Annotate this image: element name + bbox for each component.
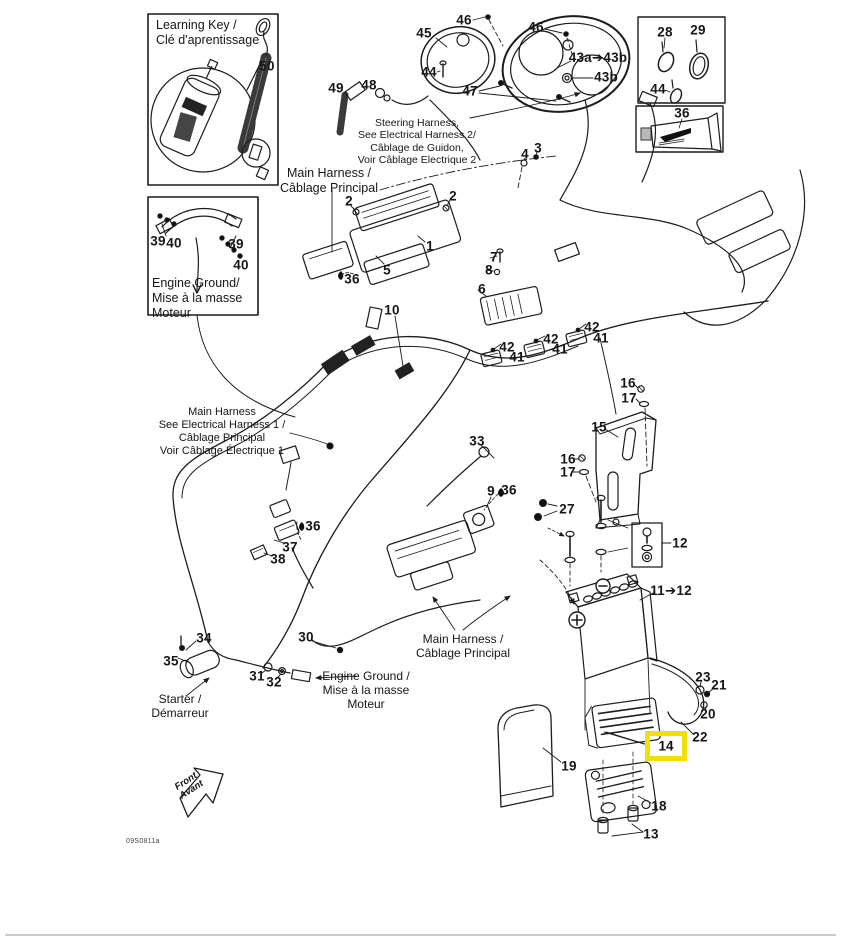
part-14-leader-line: [605, 731, 646, 745]
part-label-32: 32: [266, 674, 282, 690]
learning-key-title: Learning Key / Clé d'aprentissage: [156, 18, 260, 47]
part-label-16: 16: [620, 375, 636, 391]
part-label-2: 2: [345, 193, 353, 209]
part-label-44: 44: [650, 81, 666, 97]
tie-straps-inset-art: [637, 16, 726, 104]
gauge-cluster-art: [420, 14, 658, 183]
part-label-20: 20: [700, 706, 716, 722]
part-label-31: 31: [249, 668, 265, 684]
part-label-28: 28: [657, 24, 673, 40]
part-label-8: 8: [485, 262, 493, 278]
part-label-17: 17: [560, 464, 576, 480]
part-label-47: 47: [462, 83, 478, 99]
front-arrow-icon: [179, 767, 224, 818]
part-label-3: 3: [534, 140, 542, 156]
part-label-17: 17: [621, 390, 637, 406]
part-label-5: 5: [383, 262, 391, 278]
part-label-10: 10: [384, 302, 400, 318]
part-label-21: 21: [711, 677, 727, 693]
part-label-44: 44: [421, 64, 437, 80]
main-harness-mid-note: Main Harness See Electrical Harness 1 / …: [158, 406, 286, 457]
part-label-41: 41: [593, 330, 609, 346]
battery-minus-icon: [595, 578, 611, 594]
ecu-module-art: [302, 183, 462, 286]
sealant-tube-inset-art: [635, 105, 724, 153]
part-label-34: 34: [196, 630, 212, 646]
part-label-18: 18: [651, 798, 667, 814]
part-label-23: 23: [695, 669, 711, 685]
part-label-16: 16: [560, 451, 576, 467]
part-label-11➔12: 11➔12: [650, 583, 692, 598]
steering-harness-note: Steering Harness, See Electrical Harness…: [357, 117, 477, 167]
part-label-14: 14: [658, 738, 674, 754]
diagram-code: 09S0811a: [126, 838, 160, 845]
main-harness-bottom-label: Main Harness / Câblage Principal: [415, 632, 511, 661]
part-label-36: 36: [305, 518, 321, 534]
part-label-27: 27: [559, 501, 575, 517]
part-label-36: 36: [344, 271, 360, 287]
highlight-box-part-14: 14: [645, 731, 687, 761]
part-label-40: 40: [233, 257, 249, 273]
part-label-1: 1: [426, 238, 434, 254]
engine-ground-left-art: [147, 196, 296, 418]
part-label-45: 45: [416, 25, 432, 41]
steering-harness-art: [336, 60, 806, 326]
part-label-33: 33: [469, 433, 485, 449]
starter-label: Starter / Démarreur: [151, 692, 209, 721]
part-label-39: 39: [150, 233, 166, 249]
battery-plus-icon: [568, 611, 586, 629]
part-label-50: 50: [259, 58, 275, 74]
part-label-7: 7: [490, 249, 498, 265]
part-label-2: 2: [449, 188, 457, 204]
part-label-37: 37: [282, 539, 298, 555]
part-label-42: 42: [499, 339, 515, 355]
part-label-46: 46: [456, 12, 472, 28]
part-label-29: 29: [690, 22, 706, 38]
part-label-49: 49: [328, 80, 344, 96]
main-harness-art: [172, 300, 769, 669]
bracket-art: [572, 383, 657, 529]
part-label-39: 39: [228, 236, 244, 252]
part-label-42: 42: [584, 319, 600, 335]
part-label-12: 12: [672, 535, 688, 551]
part-label-9: 9: [487, 483, 495, 499]
part-label-42: 42: [543, 331, 559, 347]
part-label-15: 15: [591, 419, 607, 435]
starter-art: [177, 599, 481, 697]
part-label-48: 48: [361, 77, 377, 93]
part-label-19: 19: [561, 758, 577, 774]
learning-key-art: [147, 13, 279, 186]
part-label-38: 38: [270, 551, 286, 567]
part-label-43b: 43b: [594, 69, 618, 85]
part-label-4: 4: [521, 146, 529, 162]
part-label-30: 30: [298, 629, 314, 645]
battery-art: [547, 494, 715, 735]
engine-ground-bottom-label: Engine Ground / Mise à la masse Moteur: [322, 669, 410, 712]
battery-tray-art: [497, 697, 661, 837]
main-harness-top-label: Main Harness / Câblage Principal: [280, 166, 378, 195]
part-label-41: 41: [552, 341, 568, 357]
part-label-36: 36: [674, 105, 690, 121]
part-label-35: 35: [163, 653, 179, 669]
part-label-6: 6: [478, 281, 486, 297]
part-label-36: 36: [501, 482, 517, 498]
regulator-art: [477, 248, 543, 326]
viewer-bottom-edge: [5, 934, 836, 936]
part-label-46: 46: [528, 19, 544, 35]
part-label-40: 40: [166, 235, 182, 251]
part-label-13: 13: [643, 826, 659, 842]
part-label-41: 41: [509, 349, 525, 365]
part-label-22: 22: [692, 729, 708, 745]
part-label-43a➔43b: 43a➔43b: [568, 50, 628, 65]
engine-ground-left-label: Engine Ground/ Mise à la masse Moteur: [152, 276, 243, 320]
